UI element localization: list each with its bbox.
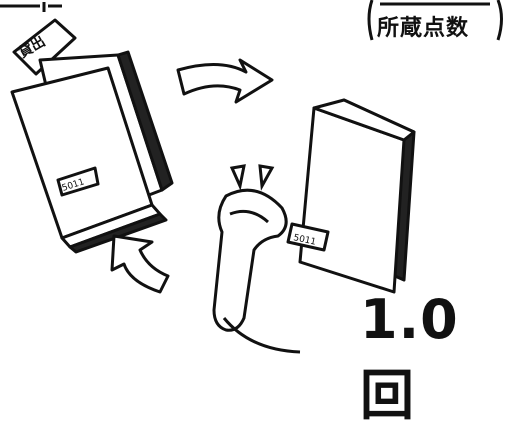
scanner-beam-icon bbox=[229, 164, 275, 191]
partial-heading-fragment bbox=[0, 2, 62, 12]
fraction-bracket bbox=[367, 0, 503, 41]
book-with-loan-slip-icon bbox=[10, 18, 174, 254]
arrow-up-icon bbox=[110, 234, 170, 294]
fraction-denominator: 所蔵点数 bbox=[377, 16, 470, 41]
circulation-ratio-value: 1.0回 bbox=[360, 288, 459, 427]
spine-label-right: 5011 bbox=[292, 233, 316, 248]
arrow-right-icon bbox=[176, 58, 274, 104]
barcode-scanner-icon bbox=[212, 188, 301, 354]
illustration: 貸出 5011 5011 bbox=[0, 0, 503, 354]
returned-book-icon bbox=[286, 98, 416, 294]
